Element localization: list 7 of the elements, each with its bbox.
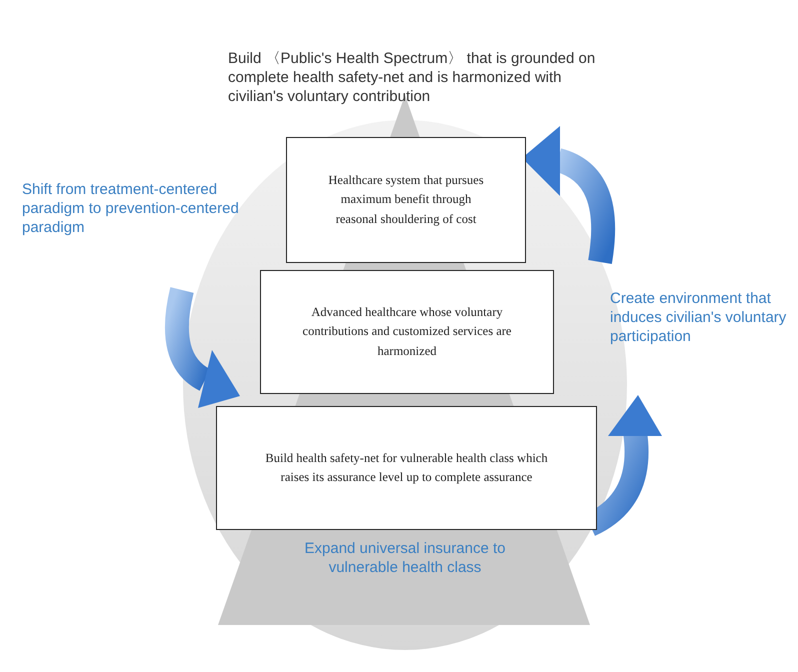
side-note: Shift from treatment-centered paradigm to prevention-centered paradigm — [22, 181, 240, 238]
heading-text: Build 〈Public's Health Spectrum〉 that is grounded on complete health safety-net and is harmonized with civilian's voluntary contribution — [228, 50, 596, 106]
text-box: Healthcare system that pursues maximum benefit through reasonal shouldering of cost — [286, 137, 526, 263]
text-box: Build health safety-net for vulnerable health class which raises its assurance level up to complete assurance — [216, 406, 597, 530]
text-box: Advanced healthcare whose voluntary contributions and customized services are harmonized — [260, 270, 554, 394]
side-note: Create environment that induces civilian's voluntary participation — [610, 290, 788, 346]
base-note: Expand universal insurance to vulnerable health class — [304, 540, 506, 578]
